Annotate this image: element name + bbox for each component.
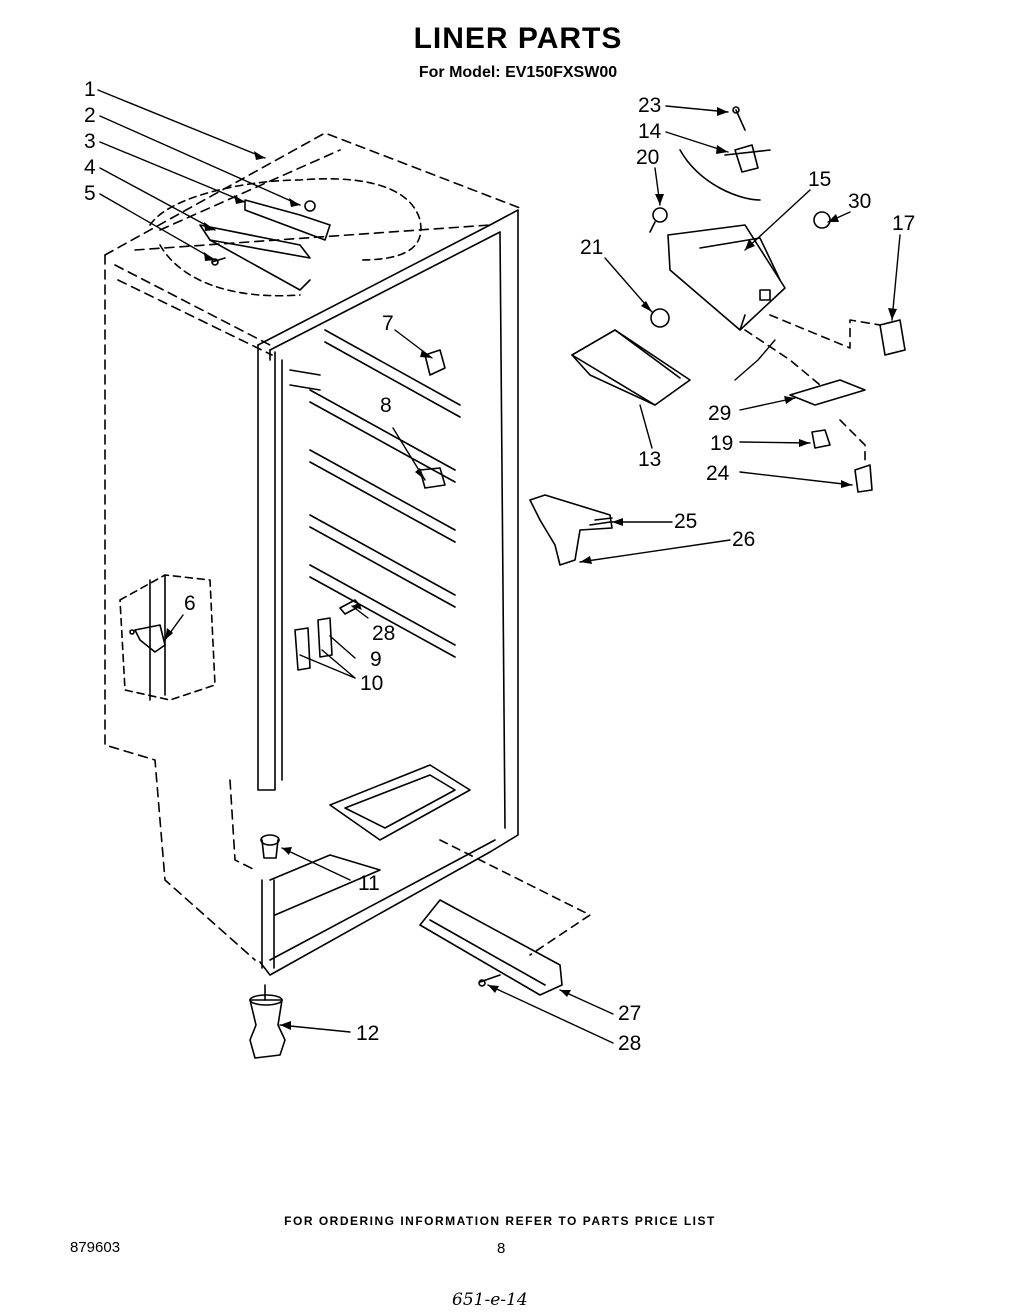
liner-frame xyxy=(257,209,519,976)
ordering-note: FOR ORDERING INFORMATION REFER TO PARTS … xyxy=(284,1214,716,1228)
callout-26: 26 xyxy=(732,528,755,551)
control-housing xyxy=(571,224,786,406)
page-title: LINER PARTS xyxy=(413,22,623,55)
callout-9: 9 xyxy=(370,648,382,671)
callout-28-lower: 28 xyxy=(618,1032,641,1055)
cabinet-shell xyxy=(104,132,521,961)
callout-2: 2 xyxy=(84,104,96,127)
callout-14: 14 xyxy=(638,120,662,143)
callout-4: 4 xyxy=(84,156,96,179)
callout-30: 30 xyxy=(848,190,871,213)
callout-11: 11 xyxy=(358,872,380,895)
callout-12: 12 xyxy=(356,1022,379,1045)
callout-28-upper: 28 xyxy=(372,622,395,645)
callout-27: 27 xyxy=(618,1002,641,1025)
leader-arrowheads xyxy=(165,107,897,1030)
callout-20: 20 xyxy=(636,146,659,169)
shelf-rails xyxy=(289,329,461,658)
callout-21: 21 xyxy=(580,236,603,259)
drain-basin xyxy=(269,764,471,916)
callout-3: 3 xyxy=(84,130,96,153)
document-number: 879603 xyxy=(70,1239,121,1256)
callout-6: 6 xyxy=(184,592,196,615)
callout-17: 17 xyxy=(892,212,915,235)
top-bracket xyxy=(199,199,331,291)
callout-23: 23 xyxy=(638,94,661,117)
switch-parts xyxy=(744,314,906,493)
callout-10: 10 xyxy=(360,672,383,695)
side-cutaway xyxy=(119,574,216,701)
handwritten-note: 651-e-14 xyxy=(452,1290,528,1310)
callout-5: 5 xyxy=(84,182,96,205)
model-subtitle: For Model: EV150FXSW00 xyxy=(418,64,618,81)
callout-15: 15 xyxy=(808,168,831,191)
interior-parts xyxy=(294,349,446,671)
page-number: 8 xyxy=(497,1240,506,1257)
callout-19: 19 xyxy=(710,432,733,455)
leveling-leg xyxy=(249,834,286,1059)
callout-7: 7 xyxy=(382,312,394,335)
callout-24: 24 xyxy=(706,462,730,485)
callout-29: 29 xyxy=(708,402,731,425)
drain-trough xyxy=(529,494,613,566)
callout-25: 25 xyxy=(674,510,697,533)
top-duct-outline xyxy=(149,177,422,297)
callout-1: 1 xyxy=(84,78,96,101)
callout-labels: 1 2 3 4 5 6 7 8 28 9 10 11 12 23 14 20 1… xyxy=(84,78,915,1055)
callout-8: 8 xyxy=(380,394,392,417)
kick-plate xyxy=(419,839,591,996)
thermostat-parts xyxy=(649,106,831,328)
callout-13: 13 xyxy=(638,448,661,471)
